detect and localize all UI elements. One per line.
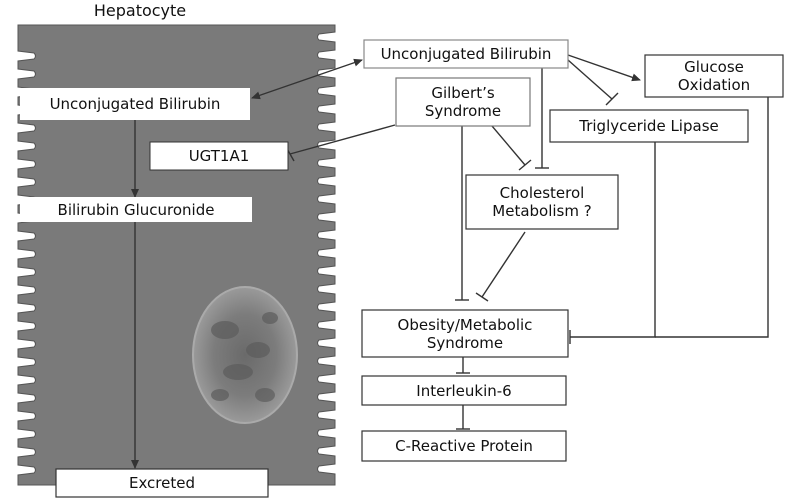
box-glucuronide [20,197,252,222]
node-interleukin-6: Interleukin-6 [416,381,512,400]
edge-unconj-bidirectional [251,58,363,100]
node-c-reactive-protein: C-Reactive Protein [395,437,533,455]
connectors [131,54,769,469]
box-trig [549,109,749,143]
nucleus-texture [211,312,278,402]
node-boxes [20,39,784,498]
edge-cholesterol-inhibits-obesity [481,231,526,298]
node-triglyceride-lipase: Triglyceride Lipase [579,117,719,135]
node-unconjugated-bilirubin-top: Unconjugated Bilirubin [380,45,552,63]
hepatocyte-cell [17,24,336,486]
box-ugt1a1 [149,141,289,171]
box-cholesterol [465,174,619,230]
nucleus [192,286,298,424]
cell-title: Hepatocyte [93,1,187,20]
node-gilberts-syndrome: Gilbert’s Syndrome [424,84,502,120]
box-gilbert [395,77,531,127]
node-bilirubin-glucuronide: Bilirubin Glucuronide [57,200,215,219]
edge-unconj-inhibits-trig [567,59,613,100]
tbar-cholesterol-2 [518,159,532,171]
node-excreted: Excreted [128,474,196,492]
box-glucose [644,54,784,98]
box-unconj-top [363,39,569,69]
tbar-obesity-2 [475,292,489,302]
tbar-trig [605,92,619,106]
box-excreted [55,468,269,498]
edge-unconj-to-glucose [567,54,641,82]
edge-trig-inhibits-obesity [570,142,656,338]
edge-glucose-inhibits-obesity [655,97,769,338]
edge-gilbert-inhibits-cholesterol [491,125,526,166]
node-glucose-oxidation: Glucose Oxidation [677,58,751,94]
node-ugt1a1: UGT1A1 [188,147,250,165]
box-crp [361,430,567,462]
box-unconj-cell [20,88,250,120]
edge-gilbert-inhibits-ugt1a1 [289,124,396,155]
node-cholesterol-metabolism: Cholesterol Metabolism ? [492,184,592,220]
box-il6 [361,375,567,406]
node-obesity-metabolic-syndrome: Obesity/Metabolic Syndrome [397,315,533,352]
node-unconjugated-bilirubin-cell: Unconjugated Bilirubin [49,95,221,113]
box-obesity [361,309,569,358]
